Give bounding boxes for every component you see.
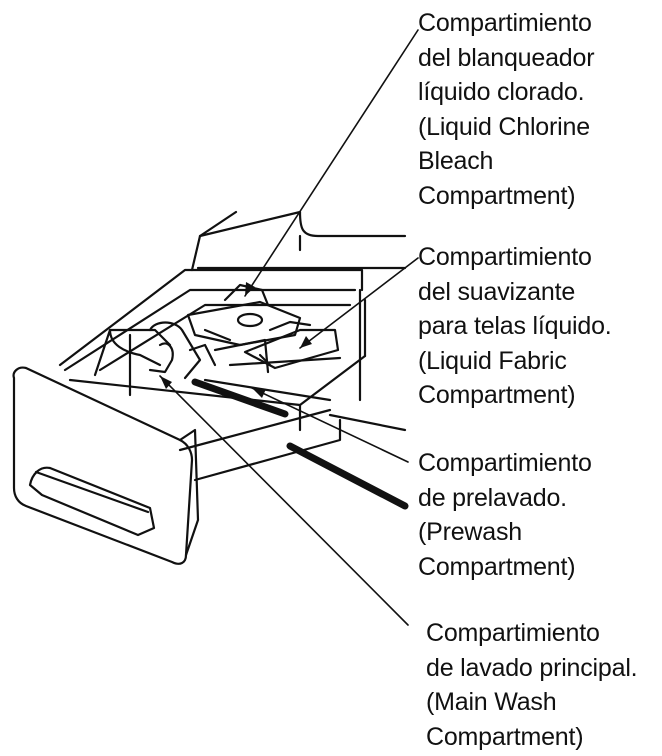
label-line: líquido clorado.: [418, 78, 585, 106]
label-line: del blanqueador: [418, 43, 595, 72]
label-line: Compartment): [418, 381, 576, 409]
label-line: para telas líquido.: [418, 312, 612, 340]
label-line: Compartment): [426, 722, 584, 751]
label-line: Compartimiento: [418, 449, 592, 477]
label-line: Bleach: [418, 147, 494, 175]
softener-cap: [243, 320, 340, 370]
machine-cabinet: [190, 210, 407, 272]
label-line: Compartimiento: [418, 9, 592, 37]
drawer-front-panel: [12, 366, 200, 565]
label-line: (Liquid Fabric: [418, 346, 567, 375]
label-line: Compartimiento: [418, 243, 592, 271]
label-line: de prelavado.: [418, 483, 567, 512]
label-line: (Prewash: [418, 518, 522, 546]
label-line: (Liquid Chlorine: [418, 112, 590, 141]
label-line: Compartment): [418, 181, 576, 210]
drawer-compartments: [93, 321, 342, 402]
arrowheads: [160, 282, 312, 398]
label-line: Compartment): [418, 552, 576, 581]
label-fabric-compartment: Compartimiento del suavizante para telas…: [418, 240, 612, 413]
label-line: (Main Wash: [426, 688, 557, 716]
drawer-opening: [191, 378, 409, 510]
label-line: de lavado principal.: [426, 653, 638, 682]
label-bleach-compartment: Compartimiento del blanqueador líquido c…: [418, 6, 595, 213]
leader-lines: [159, 29, 419, 626]
label-prewash-compartment: Compartimiento de prelavado. (Prewash Co…: [418, 446, 592, 584]
label-main-wash-compartment: Compartimiento de lavado principal. (Mai…: [426, 616, 638, 754]
drawer-body: [58, 268, 367, 482]
label-line: Compartimiento: [426, 619, 600, 647]
label-line: del suavizante: [418, 277, 576, 306]
